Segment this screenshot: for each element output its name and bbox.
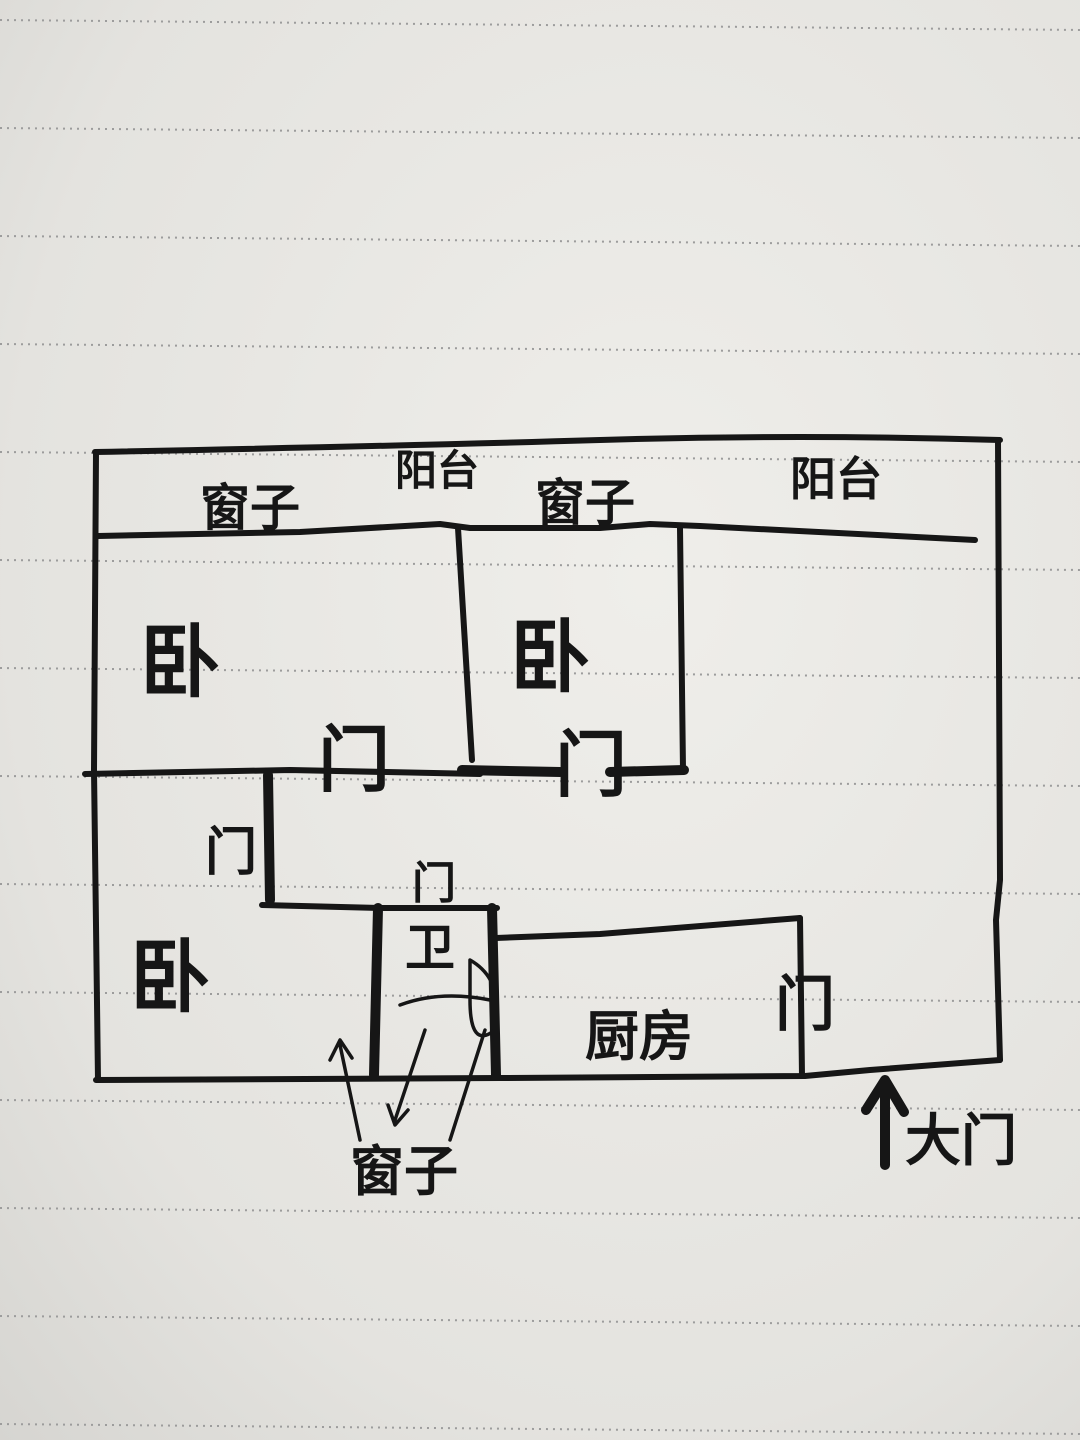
ruled-line: [0, 127, 1080, 139]
main-entrance-label: 大门: [905, 1108, 1017, 1174]
outer-wall-bottom: [93, 1057, 1003, 1083]
door-label-top-left: 门: [318, 717, 390, 802]
ruled-line: [0, 1423, 1080, 1435]
balcony-label-left: 阳台: [395, 446, 479, 495]
ruled-line: [0, 235, 1080, 247]
bedroom-label-top-left: 卧: [140, 615, 220, 709]
door-label-bottom-left: 门: [205, 822, 257, 883]
ruled-lines: [0, 19, 1080, 1435]
window-arrow-icon: [328, 1028, 487, 1142]
kitchen-wall-top: [493, 915, 803, 941]
door-label-top-middle: 门: [555, 722, 627, 807]
window-label-middle: 窗子: [535, 473, 635, 532]
kitchen-wall-right: [797, 915, 805, 1079]
ruled-line: [0, 1099, 1080, 1111]
balcony-label-right: 阳台: [790, 452, 882, 506]
door-label-kitchen: 门: [775, 970, 835, 1040]
ruled-line: [0, 1315, 1080, 1327]
corridor-wall-vertical: [263, 770, 275, 905]
balcony-wall: [95, 521, 978, 543]
ruled-line: [0, 19, 1080, 31]
entrance-arrow-icon: [861, 1075, 909, 1170]
window-label-left: 窗子: [200, 478, 300, 537]
ruled-line: [0, 1207, 1080, 1219]
window-label-bottom: 窗子: [350, 1139, 458, 1203]
ruled-line: [0, 451, 1080, 463]
bedroom-middle-door-wall: [457, 765, 689, 777]
bedroom-label-top-middle: 卧: [510, 610, 590, 704]
ruled-line: [0, 559, 1080, 571]
outer-wall-right: [993, 437, 1003, 1063]
bedroom-label-bottom-left: 卧: [130, 930, 210, 1024]
ruled-line: [0, 343, 1080, 355]
outer-wall-top: [92, 434, 1003, 455]
door-label-bathroom: 门: [412, 858, 456, 909]
bathroom-wall-left: [369, 903, 383, 1080]
kitchen-label: 厨房: [585, 1004, 693, 1068]
bathroom-window-mark: [398, 958, 499, 1038]
ruled-line: [0, 883, 1080, 895]
bathroom-label: 卫: [405, 918, 455, 977]
ruled-line: [0, 991, 1080, 1003]
bedroom-divider-wall: [82, 767, 483, 777]
ruled-line: [0, 667, 1080, 679]
outer-wall-left: [91, 449, 101, 1083]
bedroom-middle-walls: [455, 525, 686, 773]
ruled-line: [0, 775, 1080, 787]
